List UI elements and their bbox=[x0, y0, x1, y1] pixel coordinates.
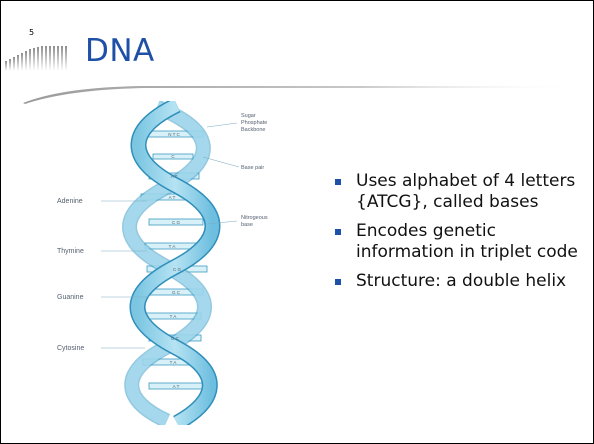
rung-label: C bbox=[171, 154, 175, 159]
label-nitrogenous-base: Nitrogeous base bbox=[241, 215, 269, 228]
rung-label: C G bbox=[173, 267, 182, 272]
bullet-item: Structure: a double helix bbox=[335, 271, 585, 292]
bullet-item: Encodes genetic information in triplet c… bbox=[335, 221, 585, 263]
bullet-item: Uses alphabet of 4 letters {ATCG}, calle… bbox=[335, 171, 585, 213]
bullet-square-icon bbox=[335, 229, 341, 235]
rung-label: G C bbox=[172, 290, 181, 295]
title-underline-decoration bbox=[23, 86, 583, 104]
bullet-square-icon bbox=[335, 279, 341, 285]
dna-helix-diagram: N T C C A T A T C G T A C G G C T A G C … bbox=[57, 101, 269, 425]
slide-title: DNA bbox=[85, 33, 155, 69]
rung-label: N T C bbox=[168, 132, 180, 137]
bullet-text: Structure: a double helix bbox=[356, 271, 567, 291]
title-bars-decoration bbox=[5, 46, 67, 71]
rung-label: C G bbox=[172, 220, 181, 225]
bullet-square-icon bbox=[335, 179, 341, 185]
rung-label: A T bbox=[173, 384, 180, 389]
label-guanine: Guanine bbox=[57, 294, 84, 301]
bullet-text: Uses alphabet of 4 letters {ATCG}, calle… bbox=[356, 171, 576, 212]
rung-label: G C bbox=[171, 336, 180, 341]
rung-label: A T bbox=[169, 195, 176, 200]
rung-label: T A bbox=[170, 314, 177, 319]
rung-label: T A bbox=[169, 244, 176, 249]
bullet-list: Uses alphabet of 4 letters {ATCG}, calle… bbox=[335, 171, 585, 300]
rung-label: A T bbox=[171, 174, 178, 179]
label-thymine: Thymine bbox=[57, 248, 84, 255]
rung-label: T A bbox=[170, 360, 177, 365]
label-base-pair: Base pair bbox=[241, 165, 264, 171]
page-number: 5 bbox=[29, 28, 35, 37]
label-adenine: Adenine bbox=[57, 198, 83, 205]
label-sugar-phosphate-backbone: Sugar Phosphate Backbone bbox=[241, 113, 269, 133]
bullet-text: Encodes genetic information in triplet c… bbox=[356, 221, 578, 262]
label-cytosine: Cytosine bbox=[57, 345, 84, 352]
